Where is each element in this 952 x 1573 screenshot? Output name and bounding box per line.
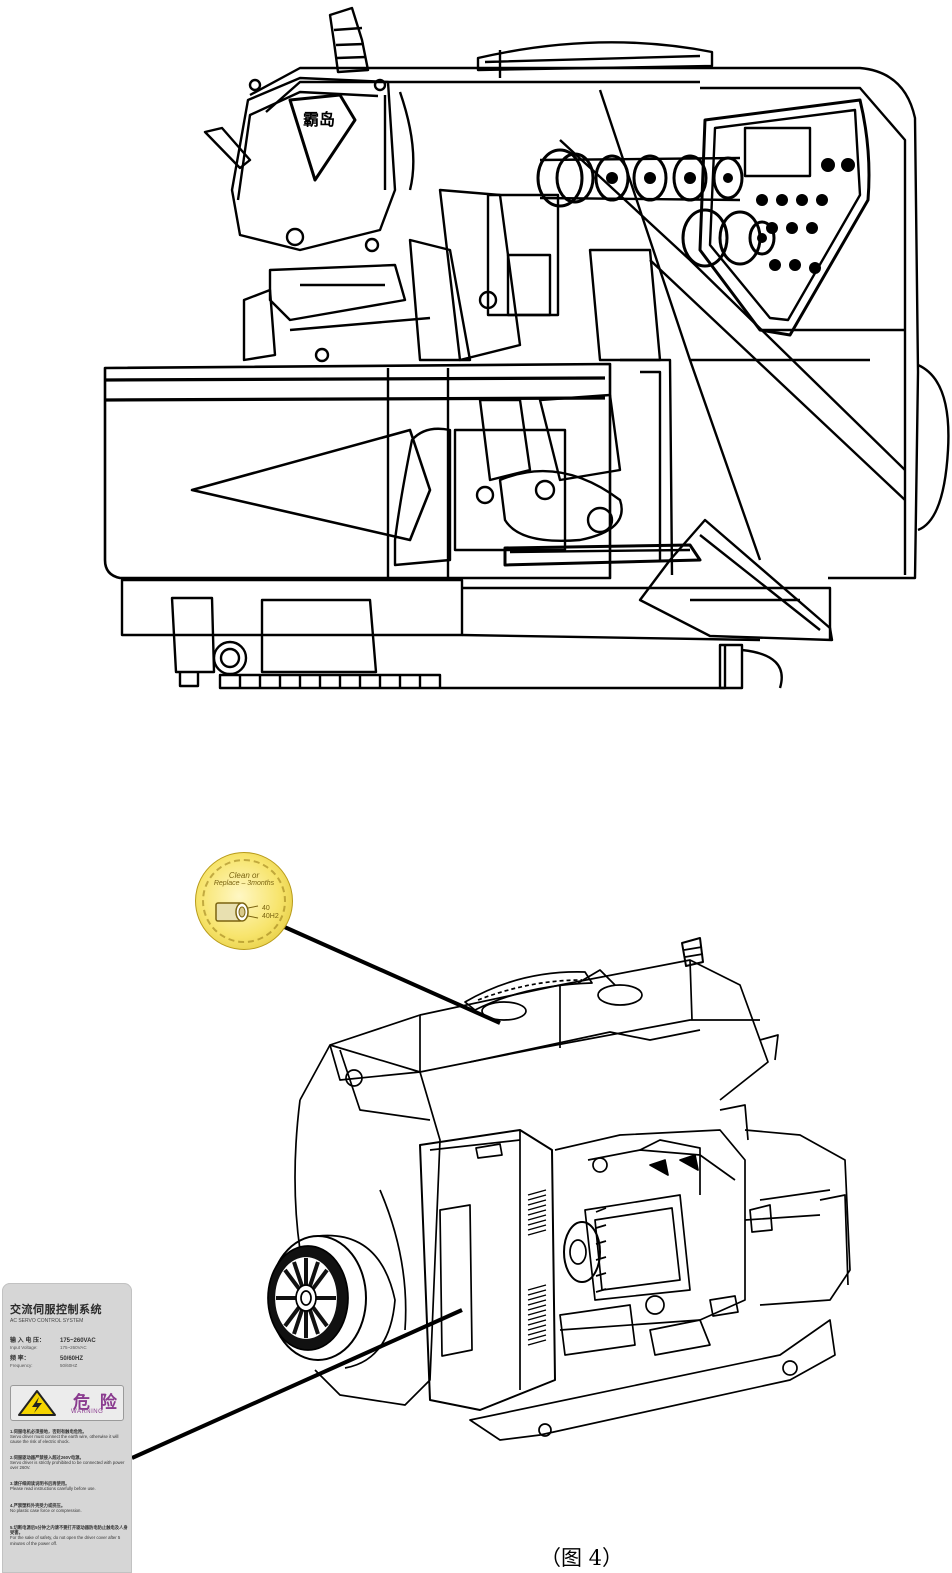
note-cn: 1.伺服电机必须接地，否则有触电危险。 xyxy=(10,1429,87,1434)
label-title-en: AC SERVO CONTROL SYSTEM xyxy=(10,1318,84,1324)
lubrication-sticker: Clean or Replace – 3months 40 40H2 xyxy=(195,852,293,950)
spec-key: 输 入 电 压： xyxy=(10,1338,46,1344)
figure-caption: （图 4） xyxy=(540,1546,624,1570)
spec-row: Input Voltage: 175~260VAC xyxy=(10,1345,87,1350)
spec-key: Input Voltage: xyxy=(10,1345,38,1350)
warning-note: 2.伺服驱动器严禁接入超过260V电源。 Servo driver is str… xyxy=(10,1455,128,1471)
note-en: Servo driver must connect the earth wire… xyxy=(10,1434,119,1445)
overlock-machine-rear-view xyxy=(267,937,851,1441)
spec-key: 频 率： xyxy=(10,1356,30,1362)
warning-note: 4.严禁塑料外壳受力或挤压。 No plastic case force or … xyxy=(10,1503,128,1513)
spec-row: 输 入 电 压： 175~260VAC xyxy=(10,1335,96,1344)
warning-box: 危 险 WARNING xyxy=(10,1385,124,1421)
warning-title-cn: 危 险 xyxy=(73,1393,119,1413)
panel-logo: 霸岛 xyxy=(303,110,335,129)
note-cn: 5.切断电源后5分钟之内请不要打开驱动器防电防止触电及人身受害。 xyxy=(10,1525,128,1536)
overlock-machine-front-view: 霸岛 xyxy=(103,6,950,690)
note-cn: 2.伺服驱动器严禁接入超过260V电源。 xyxy=(10,1455,84,1460)
sticker-time-mark: 40 40H2 xyxy=(262,905,279,920)
spec-value: 175~260VAC xyxy=(60,1345,87,1350)
note-en: Servo driver is strictly prohibited to b… xyxy=(10,1460,125,1471)
sticker-text-line2: Replace – 3months xyxy=(213,880,275,887)
sticker-ring xyxy=(202,859,286,943)
servo-control-label: 交流伺服控制系统 AC SERVO CONTROL SYSTEM 输 入 电 压… xyxy=(2,1283,132,1573)
sticker-text-line1: Clean or xyxy=(228,871,260,880)
spec-value: 50/60HZ xyxy=(60,1356,84,1362)
high-voltage-warning-icon xyxy=(18,1390,56,1416)
warning-title-en: WARNING xyxy=(71,1409,104,1415)
note-cn: 3.请仔细阅读说明书后再使用。 xyxy=(10,1481,70,1486)
spec-row: 频 率： 50/60HZ xyxy=(10,1353,83,1362)
note-cn: 4.严禁塑料外壳受力或挤压。 xyxy=(10,1503,66,1508)
warning-note: 3.请仔细阅读说明书后再使用。 Please read instructions… xyxy=(10,1481,128,1491)
note-en: No plastic case force or compression. xyxy=(10,1508,82,1514)
warning-note: 1.伺服电机必须接地，否则有触电危险。 Servo driver must co… xyxy=(10,1429,128,1445)
warning-note: 5.切断电源后5分钟之内请不要打开驱动器防电防止触电及人身受害。 For the… xyxy=(10,1525,128,1546)
note-en: For the sake of safety, do not open the … xyxy=(10,1535,121,1546)
note-en: Please read instructions carefully befor… xyxy=(10,1486,96,1492)
spec-value: 50/60HZ xyxy=(60,1363,78,1368)
spec-key: Frequency: xyxy=(10,1363,33,1368)
label-title-cn: 交流伺服控制系统 xyxy=(10,1303,102,1316)
spec-row: Frequency: 50/60HZ xyxy=(10,1363,77,1368)
spec-value: 175~260VAC xyxy=(60,1338,96,1344)
filter-cartridge-icon xyxy=(215,902,259,922)
